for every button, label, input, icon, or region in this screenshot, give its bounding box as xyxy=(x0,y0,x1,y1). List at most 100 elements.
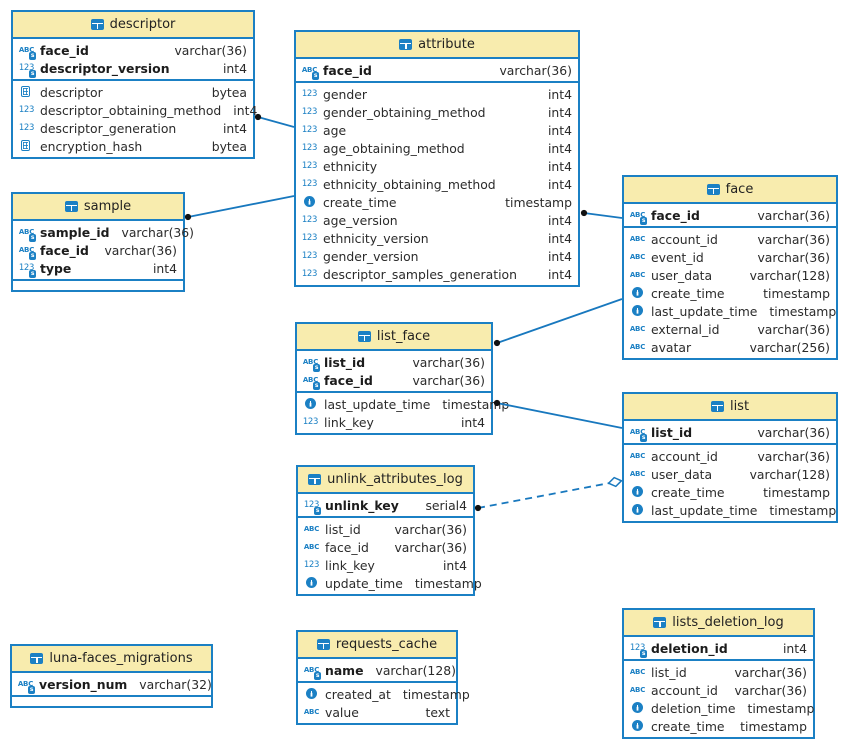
table-header[interactable]: list_face xyxy=(297,324,491,351)
relation-descriptor-attribute[interactable] xyxy=(257,116,295,128)
relation-sample-attribute[interactable] xyxy=(187,195,295,218)
integer-icon: 123 xyxy=(301,125,318,135)
column-type: int4 xyxy=(460,414,485,430)
relation-unlink_attributes_log-list[interactable] xyxy=(477,481,616,509)
column-name: face_id xyxy=(324,372,373,388)
column-type: timestamp xyxy=(747,700,815,716)
table-header[interactable]: sample xyxy=(13,194,183,221)
column-type: timestamp xyxy=(763,285,830,301)
column-type: varchar(128) xyxy=(375,662,456,678)
table-header[interactable]: lists_deletion_log xyxy=(624,610,813,637)
table-icon xyxy=(316,639,330,650)
column-name: deletion_id xyxy=(651,640,728,656)
column-type: int4 xyxy=(782,640,807,656)
column-type: int4 xyxy=(547,104,572,120)
relation-attribute-face[interactable] xyxy=(583,212,623,219)
column-name: descriptor_obtaining_method xyxy=(40,102,222,118)
table-header[interactable]: unlink_attributes_log xyxy=(298,467,473,494)
table-header[interactable]: attribute xyxy=(296,32,578,59)
column-type: int4 xyxy=(233,102,258,118)
column-type: varchar(36) xyxy=(174,42,247,58)
table-header[interactable]: descriptor xyxy=(13,12,253,39)
relation-list_face-face[interactable] xyxy=(496,298,623,344)
primary-key-badge: s xyxy=(28,686,35,694)
table-header[interactable]: face xyxy=(624,177,836,204)
column-type: varchar(36) xyxy=(757,321,830,337)
table-header[interactable]: requests_cache xyxy=(298,632,456,659)
table-header[interactable]: list xyxy=(624,394,836,421)
column-name: gender_version xyxy=(323,248,419,264)
column-type: timestamp xyxy=(769,303,837,319)
relation-list_face-list[interactable] xyxy=(496,402,623,429)
timestamp-icon xyxy=(628,701,647,715)
relation-endpoint-dot xyxy=(493,339,501,347)
column-name: list_id xyxy=(324,354,366,370)
column-name: create_time xyxy=(651,718,725,734)
table-header[interactable]: luna-faces_migrations xyxy=(12,646,211,673)
